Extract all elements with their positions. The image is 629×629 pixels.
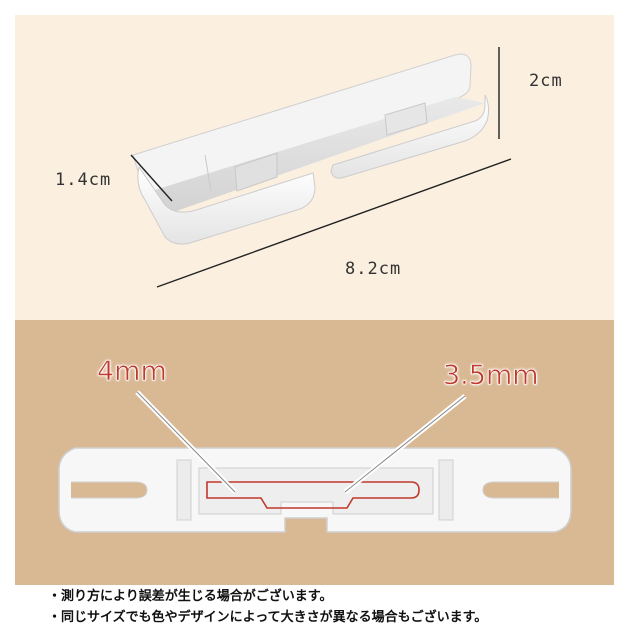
width-label: 1.4cm [55, 170, 112, 190]
note-size-variation: ・同じサイズでも色やデザインによって大きさが異なる場合もございます。 [48, 610, 488, 625]
product-top-view-panel: 4mm 3.5mm [15, 320, 614, 585]
right-gap-label: 3.5mm [443, 360, 539, 392]
product-photo-panel: 2cm 1.4cm 8.2cm [15, 15, 614, 320]
width-dimension-line [130, 154, 173, 202]
disclaimer-notes: ・測り方により誤差が生じる場合がございます。 ・同じサイズでも色やデザインによっ… [48, 586, 618, 628]
height-label: 2cm [529, 71, 563, 91]
left-callout-line [136, 391, 236, 493]
product-3d-view [130, 47, 512, 288]
note-measurement-error: ・測り方により誤差が生じる場合がございます。 [48, 589, 333, 604]
left-gap-label: 4mm [97, 356, 167, 388]
product-top-view [58, 390, 572, 533]
length-label: 8.2cm [345, 259, 402, 279]
right-callout-line [344, 395, 466, 493]
length-dimension-line [156, 158, 512, 288]
slot-highlight [206, 481, 420, 509]
